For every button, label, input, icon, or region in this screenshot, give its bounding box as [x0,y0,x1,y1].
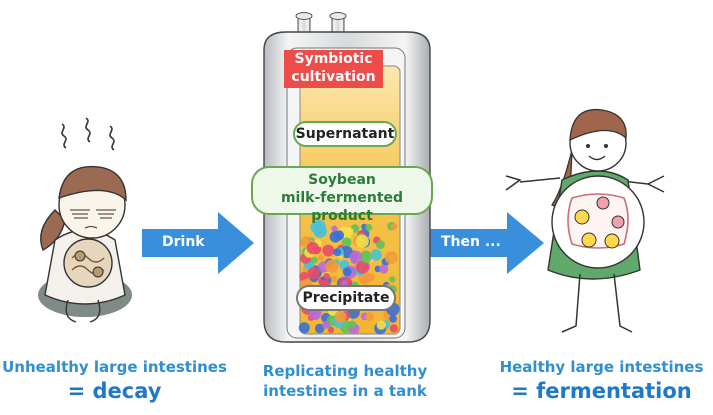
precipitate-bead [355,260,369,274]
caption-left-line1: Unhealthy large intestines [2,358,227,376]
precipitate-bead [322,244,335,257]
soybean-product-label: Soybean milk-fermented product [251,166,433,224]
caption-left: Unhealthy large intestines = decay [0,357,229,405]
banner-line-1: Symbiotic [294,51,373,67]
precipitate-bead [314,323,325,334]
sick-person-illustration [38,117,132,323]
precipitate-bead [323,272,331,280]
caption-right: Healthy large intestines = fermentation [495,357,708,405]
precipitate-bead [389,324,398,333]
precipitate-bead [359,250,373,263]
healthy-person-illustration [505,108,665,333]
precipitate-bead [298,322,310,334]
arrow-label-drink: Drink [162,234,205,250]
precipitate-bead [341,237,352,248]
precipitate-bead [342,267,352,277]
precipitate-bead [349,320,356,328]
product-line-1: Soybean [308,172,376,188]
caption-center-line2: intestines in a tank [263,382,427,400]
precipitate-bead [365,224,373,231]
banner-line-2: cultivation [291,69,376,85]
precipitate-bead [365,312,374,322]
precipitate-bead [389,315,397,323]
precipitate-bead [322,320,331,329]
caption-center: Replicating healthy intestines in a tank [260,361,430,401]
precipitate-bead [330,275,338,283]
precipitate-bead [306,241,320,255]
precipitate-bead [379,264,389,274]
precipitate-bead [311,256,318,264]
precipitate-bead [370,249,382,261]
precipitate-bead [318,254,325,261]
right-arrow-icon [424,212,544,274]
precipitate-bead [329,231,341,243]
precipitate-bead [384,251,398,265]
caption-center-line1: Replicating healthy [262,362,428,380]
precipitate-bead [333,248,342,257]
symbiotic-cultivation-banner: Symbiotic cultivation [284,50,383,88]
product-line-2: milk-fermented product [280,190,404,224]
right-arrow-icon [142,212,254,274]
precipitate-bead [390,223,398,230]
caption-right-line2: = fermentation [511,379,692,403]
caption-right-line1: Healthy large intestines [499,358,704,376]
precipitate-bead [355,234,369,248]
precipitate-bead [376,320,386,330]
caption-left-line2: = decay [67,379,162,403]
arrow-label-then: Then ... [441,234,501,250]
supernatant-label: Supernatant [293,121,397,147]
precipitate-bead [374,265,382,273]
precipitate-bead [331,225,338,233]
precipitate-bead [349,250,362,263]
precipitate-label: Precipitate [296,285,396,311]
precipitate-bead [310,221,323,234]
precipitate-bead [376,240,385,250]
precipitate-bead [341,280,348,287]
precipitate-bead [307,267,320,280]
precipitate-bead [325,259,339,273]
precipitate-bead [389,276,396,283]
precipitate-bead [334,311,347,323]
precipitate-bead [328,326,335,333]
precipitate-bead [367,273,376,282]
